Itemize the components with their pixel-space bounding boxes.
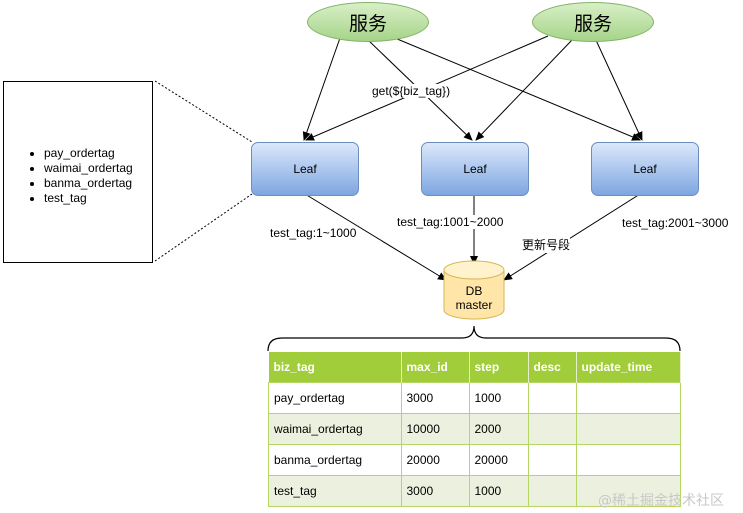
db-label: DB master: [444, 284, 504, 312]
range-label-2: test_tag:1001~2000: [397, 215, 504, 229]
table-cell: waimai_ordertag: [268, 413, 402, 445]
table-cell: [575, 444, 681, 476]
table-cell: 10000: [400, 413, 470, 445]
list-item: pay_ordertag: [44, 146, 133, 161]
column-header: biz_tag: [268, 352, 402, 383]
service-label: 服务: [573, 12, 612, 35]
biz-tag-list-box: pay_ordertag waimai_ordertag banma_order…: [3, 81, 153, 263]
db-label-line1: DB: [465, 284, 483, 298]
table-cell: 20000: [400, 444, 470, 476]
leaf-label: Leaf: [633, 162, 657, 176]
leaf-node-3: Leaf: [591, 142, 699, 196]
db-label-line2: master: [455, 298, 493, 312]
arrow-service2-leaf2: [475, 39, 573, 141]
table-cell: 1000: [468, 382, 529, 414]
table-row: pay_ordertag 3000 1000: [268, 382, 681, 414]
call-label: get(${biz_tag}): [372, 84, 451, 98]
table-cell: 1000: [468, 475, 529, 507]
table-cell: [527, 444, 577, 476]
table-cell: 3000: [400, 475, 470, 507]
table-cell: 20000: [468, 444, 529, 476]
column-header: max_id: [401, 352, 470, 383]
table-cell: 3000: [400, 382, 470, 414]
range-label-3: test_tag:2001~3000: [622, 216, 729, 230]
biz-tag-list: pay_ordertag waimai_ordertag banma_order…: [4, 146, 133, 206]
leaf-label: Leaf: [463, 162, 487, 176]
leaf-node-2: Leaf: [421, 142, 529, 196]
zoom-line-top: [154, 80, 253, 143]
table-row: test_tag 3000 1000: [268, 475, 681, 507]
range-label-1: test_tag:1~1000: [270, 226, 357, 240]
list-item: test_tag: [44, 191, 133, 206]
list-item: waimai_ordertag: [44, 161, 133, 176]
zoom-line-bottom: [154, 193, 253, 262]
table-cell: 2000: [468, 413, 529, 445]
service-node-2: 服务: [532, 2, 654, 42]
arrow-service1-leaf1: [302, 37, 341, 141]
table-cell: [527, 413, 577, 445]
arrow-service2-leaf3: [594, 37, 643, 141]
table-brace: [267, 325, 681, 352]
table-header-row: biz_tag max_id step desc update_time: [268, 352, 681, 383]
table-cell: banma_ordertag: [268, 444, 402, 476]
table-cell: [575, 382, 681, 414]
table-row: waimai_ordertag 10000 2000: [268, 413, 681, 445]
service-node-1: 服务: [307, 2, 429, 42]
table-row: banma_ordertag 20000 20000: [268, 444, 681, 476]
table-cell: [575, 413, 681, 445]
list-item: banma_ordertag: [44, 176, 133, 191]
column-header: update_time: [576, 352, 681, 383]
column-header: desc: [528, 352, 577, 383]
watermark: @稀土掘金技术社区: [598, 493, 724, 509]
table-cell: pay_ordertag: [268, 382, 402, 414]
service-label: 服务: [348, 12, 387, 35]
update-segment-label: 更新号段: [522, 236, 571, 253]
leaf-label: Leaf: [293, 162, 317, 176]
leaf-alloc-table: biz_tag max_id step desc update_time pay…: [268, 352, 681, 507]
column-header: step: [469, 352, 529, 383]
table-cell: [527, 475, 577, 507]
table-cell: test_tag: [268, 475, 402, 507]
table-cell: [575, 475, 681, 507]
leaf-node-1: Leaf: [251, 142, 359, 196]
table-cell: [527, 382, 577, 414]
